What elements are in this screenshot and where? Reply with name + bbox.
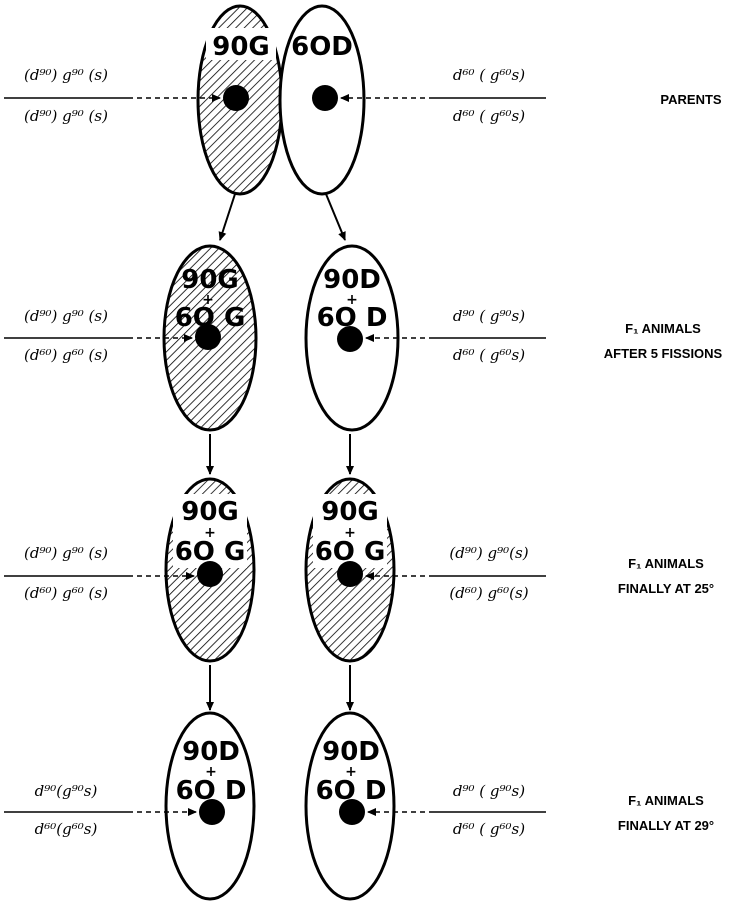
stage-label-f1-fissions-line2: AFTER 5 FISSIONS: [604, 346, 723, 361]
f1-fission-right-label-top: 90D: [323, 265, 381, 295]
f1-fission-left-genotype-num: (d⁹⁰) g⁹⁰ (s): [24, 307, 108, 325]
f1-25-left-genotype-den: (d⁶⁰) g⁶⁰ (s): [24, 584, 108, 602]
f1-fission-left-genotype-den: (d⁶⁰) g⁶⁰ (s): [24, 346, 108, 364]
f1-25-right-genotype-den: (d⁶⁰) g⁶⁰(s): [449, 584, 528, 602]
parent-right-cell-label: 6OD: [291, 32, 353, 62]
f1-29-left-genotype-den: d⁶⁰(g⁶⁰s): [35, 820, 98, 838]
f1-29-right-genotype-num: d⁹⁰ ( g⁹⁰s): [453, 782, 525, 800]
f1-29-right-nucleus: [339, 799, 365, 825]
f1-fission-left-label-top: 90G: [181, 265, 239, 295]
f1-fission-right-nucleus: [337, 326, 363, 352]
f1-fission-right-genotype-num: d⁹⁰ ( g⁹⁰s): [453, 307, 525, 325]
parent-right-nucleus: [312, 85, 338, 111]
f1-29-left-nucleus: [199, 799, 225, 825]
row-parents: 90G 6OD (d⁹⁰) g⁹⁰ (s) (d⁹⁰) g⁹⁰ (s) d⁶⁰ …: [4, 6, 722, 194]
parent-left-nucleus: [223, 85, 249, 111]
stage-label-f1-25-line1: F₁ ANIMALS: [628, 556, 704, 571]
f1-fission-left-nucleus: [195, 324, 221, 350]
f1-fission-right-genotype-den: d⁶⁰ ( g⁶⁰s): [453, 346, 525, 364]
parent-right-genotype-den: d⁶⁰ ( g⁶⁰s): [453, 107, 525, 125]
parent-left-cell-label: 90G: [212, 32, 270, 62]
f1-25-right-label-top: 90G: [321, 497, 379, 527]
row-f1-at-29: 90D + 6O D 90D + 6O D d⁹⁰(g⁹⁰s) d⁶⁰(g⁶⁰s…: [4, 713, 714, 899]
f1-25-left-nucleus: [197, 561, 223, 587]
row-f1-at-25: 90G + 6O G 90G + 6O G (d⁹⁰) g⁹⁰ (s) (d⁶⁰…: [4, 479, 714, 661]
parent-left-genotype-den: (d⁹⁰) g⁹⁰ (s): [24, 107, 108, 125]
parent-to-f1-left-arrow: [220, 194, 235, 240]
row-f1-after-fissions: 90G + 6O G 90D + 6O D (d⁹⁰) g⁹⁰ (s) (d⁶⁰…: [4, 246, 723, 430]
f1-25-right-genotype-num: (d⁹⁰) g⁹⁰(s): [449, 544, 528, 562]
f1-25-right-nucleus: [337, 561, 363, 587]
stage-label-f1-fissions-line1: F₁ ANIMALS: [625, 321, 701, 336]
f1-29-left-label-top: 90D: [182, 737, 240, 767]
parent-left-genotype-num: (d⁹⁰) g⁹⁰ (s): [24, 66, 108, 84]
stage-label-parents: PARENTS: [660, 92, 721, 107]
f1-25-left-genotype-num: (d⁹⁰) g⁹⁰ (s): [24, 544, 108, 562]
f1-29-left-genotype-num: d⁹⁰(g⁹⁰s): [35, 782, 98, 800]
parent-right-genotype-num: d⁶⁰ ( g⁶⁰s): [453, 66, 525, 84]
stage-label-f1-29-line2: FINALLY AT 29°: [618, 818, 714, 833]
parent-to-f1-right-arrow: [326, 194, 345, 240]
stage-label-f1-29-line1: F₁ ANIMALS: [628, 793, 704, 808]
f1-29-right-label-top: 90D: [322, 737, 380, 767]
f1-29-right-genotype-den: d⁶⁰ ( g⁶⁰s): [453, 820, 525, 838]
f1-25-left-label-top: 90G: [181, 497, 239, 527]
stage-label-f1-25-line2: FINALLY AT 25°: [618, 581, 714, 596]
